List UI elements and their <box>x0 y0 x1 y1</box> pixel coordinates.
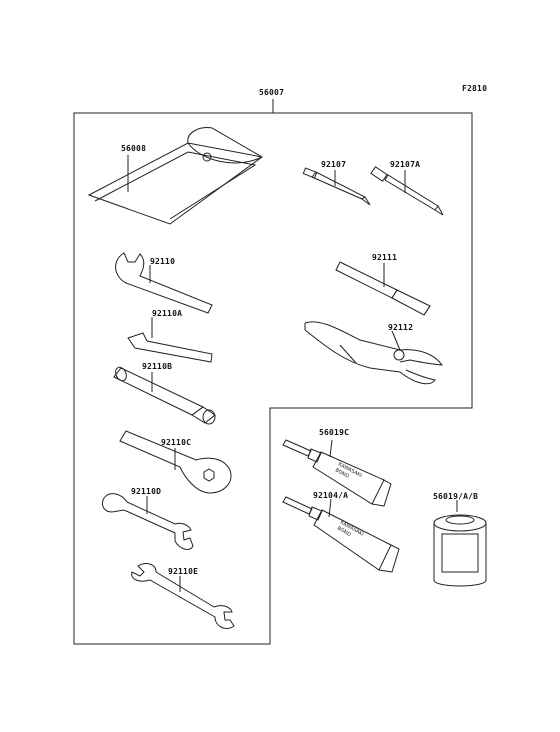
kit-outline <box>73 112 473 645</box>
part-label-56008: 56008 <box>121 144 147 153</box>
part-label-92112: 92112 <box>388 323 414 332</box>
bond-tube-a-leader <box>328 498 332 518</box>
pouch-drawing <box>87 127 264 225</box>
bond-tube-a-drawing: KAWASAKI BOND <box>282 496 400 573</box>
part-label-92110: 92110 <box>150 257 176 266</box>
bond-can-drawing <box>433 514 487 587</box>
part-label-56007: 56007 <box>259 88 285 97</box>
open-wrench-d-drawing <box>101 493 194 550</box>
part-label-92107A: 92107A <box>390 160 421 169</box>
part-label-92110C: 92110C <box>161 438 192 447</box>
open-wrench-e-drawing <box>131 563 235 629</box>
bond-tube-small-leader <box>329 439 333 458</box>
part-label-92110B: 92110B <box>142 362 173 371</box>
ring-wrench-drawing <box>119 430 232 494</box>
extension-bar-drawing <box>335 261 431 316</box>
part-label-92110A: 92110A <box>152 309 183 318</box>
part-label-92111: 92111 <box>372 253 398 262</box>
box-wrench-drawing <box>113 366 216 425</box>
screwdriver-92107A-drawing <box>370 166 444 216</box>
hex-key-drawing <box>127 332 213 363</box>
pliers-drawing <box>304 321 444 385</box>
pliers-leader <box>391 330 401 351</box>
hook-wrench-drawing <box>115 252 213 314</box>
part-label-92110E: 92110E <box>168 567 199 576</box>
part-label-92110D: 92110D <box>131 487 162 496</box>
part-label-56019C: 56019C <box>319 428 350 437</box>
part-label-92107: 92107 <box>321 160 347 169</box>
part-label-56019AB: 56019/A/B <box>433 492 479 501</box>
screwdriver-92107-drawing <box>302 167 371 206</box>
part-label-92104A: 92104/A <box>313 491 349 500</box>
figure-code: F2810 <box>462 84 488 93</box>
